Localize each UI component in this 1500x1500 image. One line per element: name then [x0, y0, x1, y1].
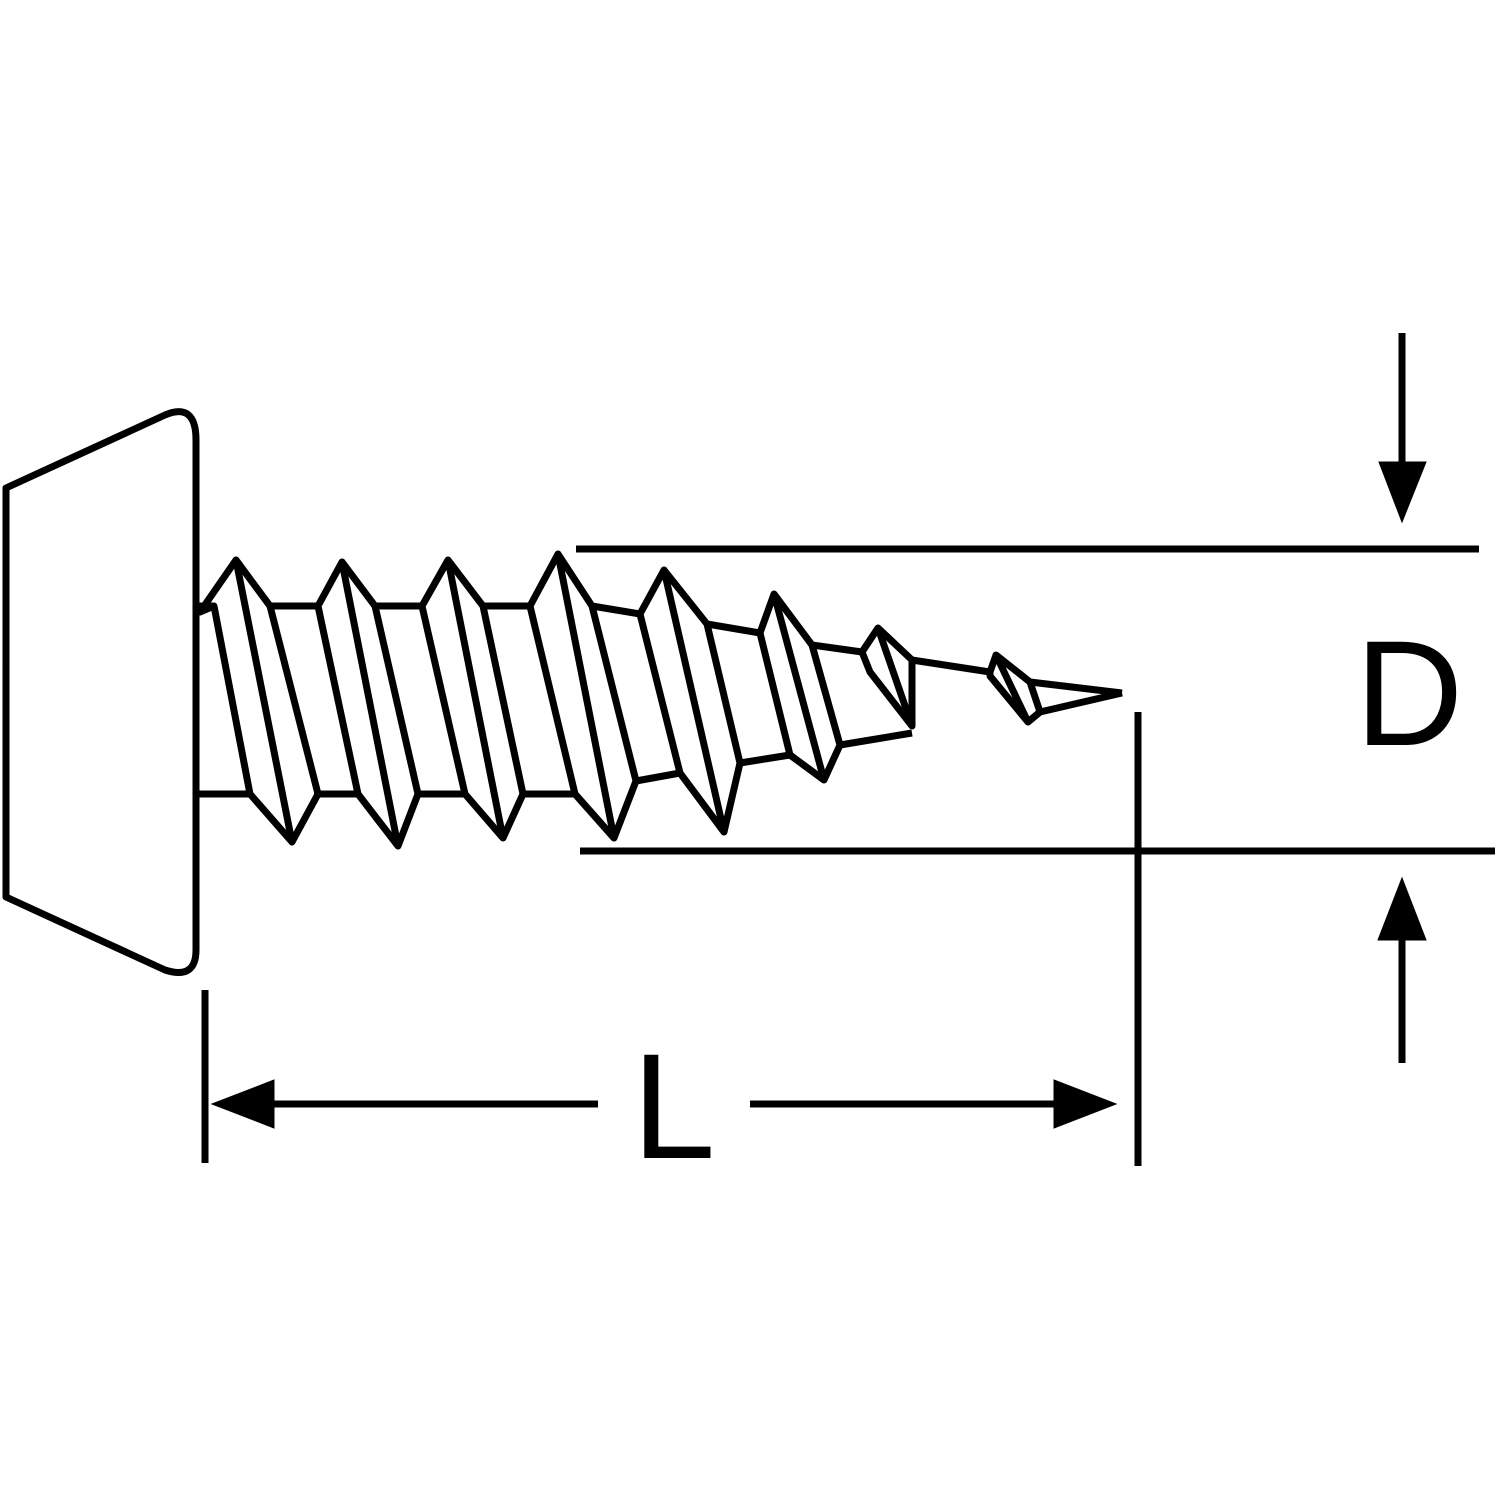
thread-crests	[196, 550, 1044, 850]
thread-3	[418, 556, 527, 842]
length-left-arrowhead	[210, 1079, 275, 1129]
shank-bottom-segments	[314, 689, 1123, 798]
length-dimension	[201, 712, 1142, 1166]
length-right-arrowhead	[1053, 1079, 1118, 1129]
screw-head	[2, 408, 200, 976]
shank-top-segments	[270, 602, 1123, 697]
diameter-label: D	[1355, 609, 1463, 777]
thread-5	[636, 566, 744, 836]
length-label: L	[632, 1022, 715, 1190]
thread-7	[858, 624, 916, 730]
diameter-bottom-arrowhead	[1377, 876, 1427, 941]
diameter-top-arrowhead	[1378, 461, 1427, 524]
thread-1	[196, 556, 322, 846]
screw-drawing	[2, 408, 1123, 976]
thread-4	[526, 550, 640, 842]
thread-6	[756, 590, 844, 784]
diameter-dimension	[576, 333, 1495, 1063]
thread-2	[314, 558, 422, 850]
thread-8	[986, 651, 1044, 726]
